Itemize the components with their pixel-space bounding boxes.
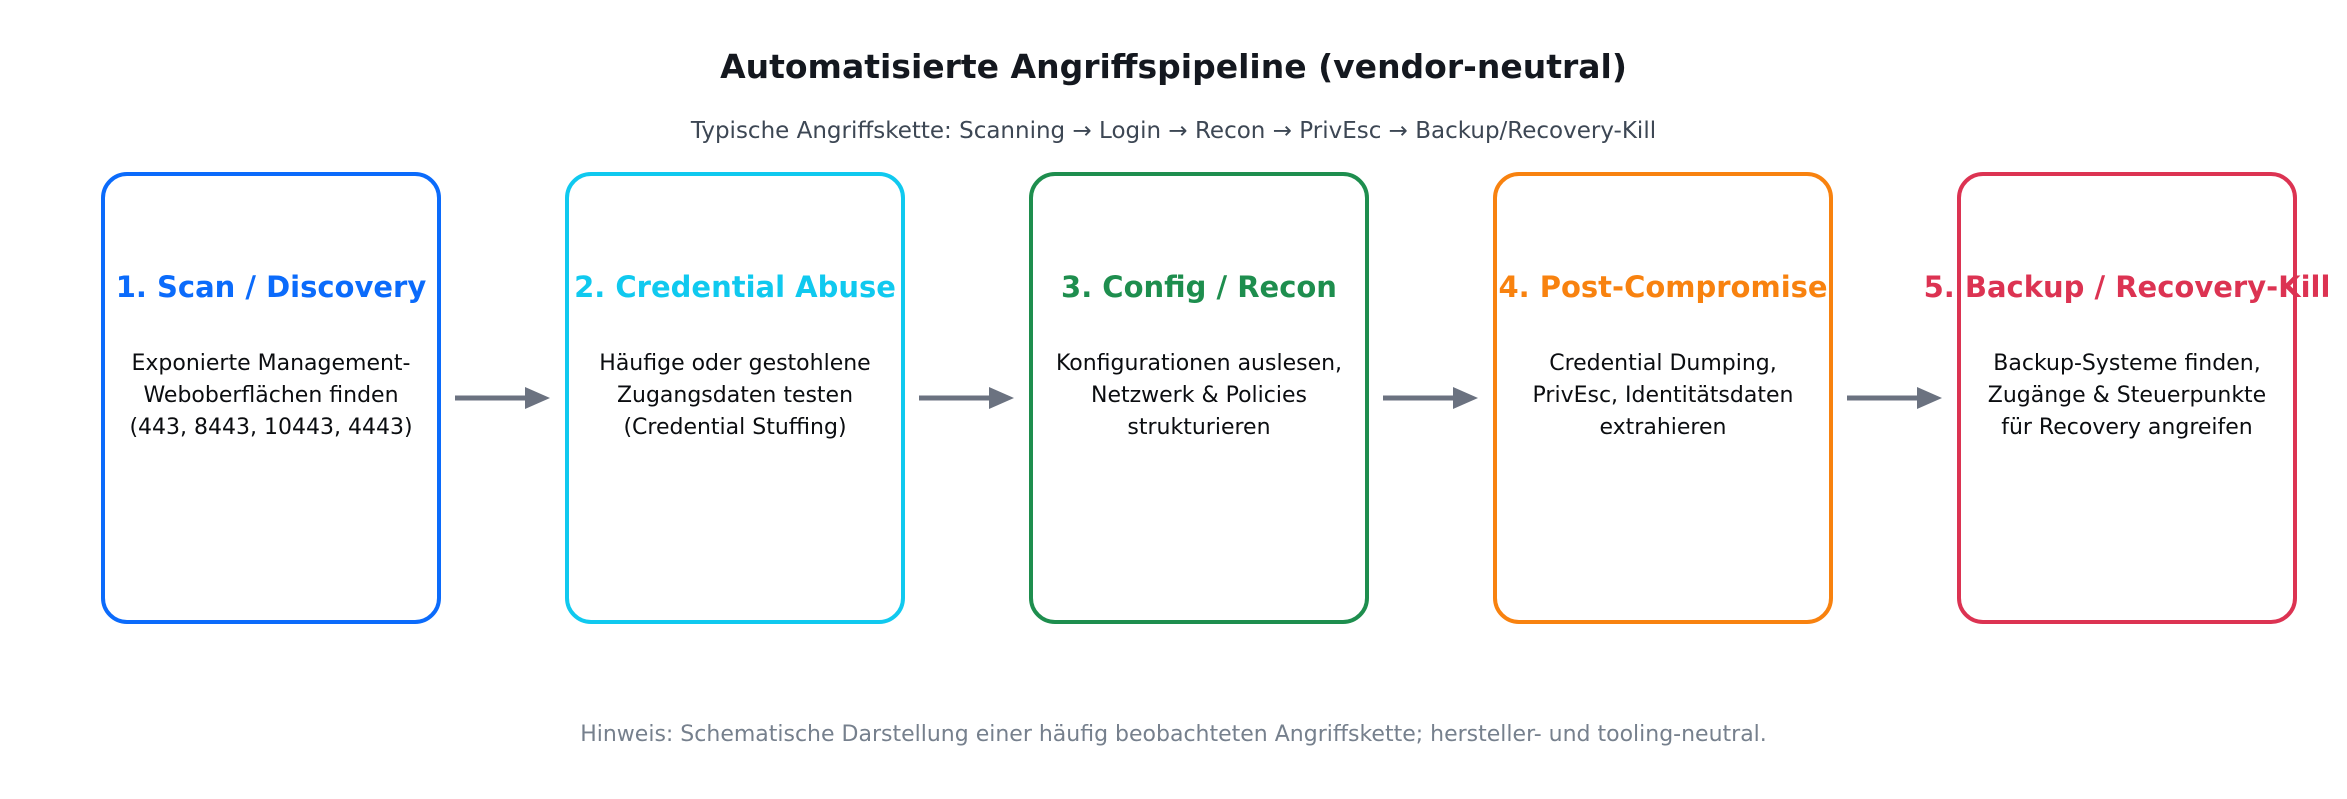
stage-description: Backup-Systeme finden, Zugänge & Steuerp… — [1987, 351, 2267, 440]
stage-title: 1. Scan / Discovery — [115, 270, 427, 304]
arrow-right-icon — [1845, 378, 1945, 418]
stage-description: Exponierte Management- Weboberflächen fi… — [129, 351, 413, 440]
stage-title: 4. Post-Compromise — [1498, 270, 1828, 304]
page-title: Automatisierte Angriffspipeline (vendor-… — [720, 47, 1627, 86]
stage-description: Credential Dumping, PrivEsc, Identitätsd… — [1532, 351, 1794, 440]
pipeline-stage-credential-abuse: 2. Credential Abuse Häufige oder gestohl… — [565, 172, 905, 624]
stage-title: 2. Credential Abuse — [574, 270, 896, 304]
arrow-right-icon — [453, 378, 553, 418]
stage-title: 3. Config / Recon — [1061, 270, 1337, 304]
pipeline-stage-post-compromise: 4. Post-Compromise Credential Dumping, P… — [1493, 172, 1833, 624]
pipeline-stage-scan-discovery: 1. Scan / Discovery Exponierte Managemen… — [101, 172, 441, 624]
arrow-right-icon — [917, 378, 1017, 418]
stage-title: 5. Backup / Recovery-Kill — [1923, 270, 2331, 304]
diagram-subtitle: Typische Angriffskette: Scanning → Login… — [690, 118, 1657, 144]
footnote: Hinweis: Schematische Darstellung einer … — [580, 722, 1767, 747]
stage-description: Häufige oder gestohlene Zugangsdaten tes… — [599, 351, 871, 440]
stage-description: Konfigurationen auslesen, Netzwerk & Pol… — [1055, 351, 1343, 440]
arrow-right-icon — [1381, 378, 1481, 418]
pipeline-stage-backup-recovery-kill: 5. Backup / Recovery-Kill Backup-Systeme… — [1924, 172, 2330, 624]
pipeline-stage-config-recon: 3. Config / Recon Konfigurationen ausles… — [1029, 172, 1369, 624]
